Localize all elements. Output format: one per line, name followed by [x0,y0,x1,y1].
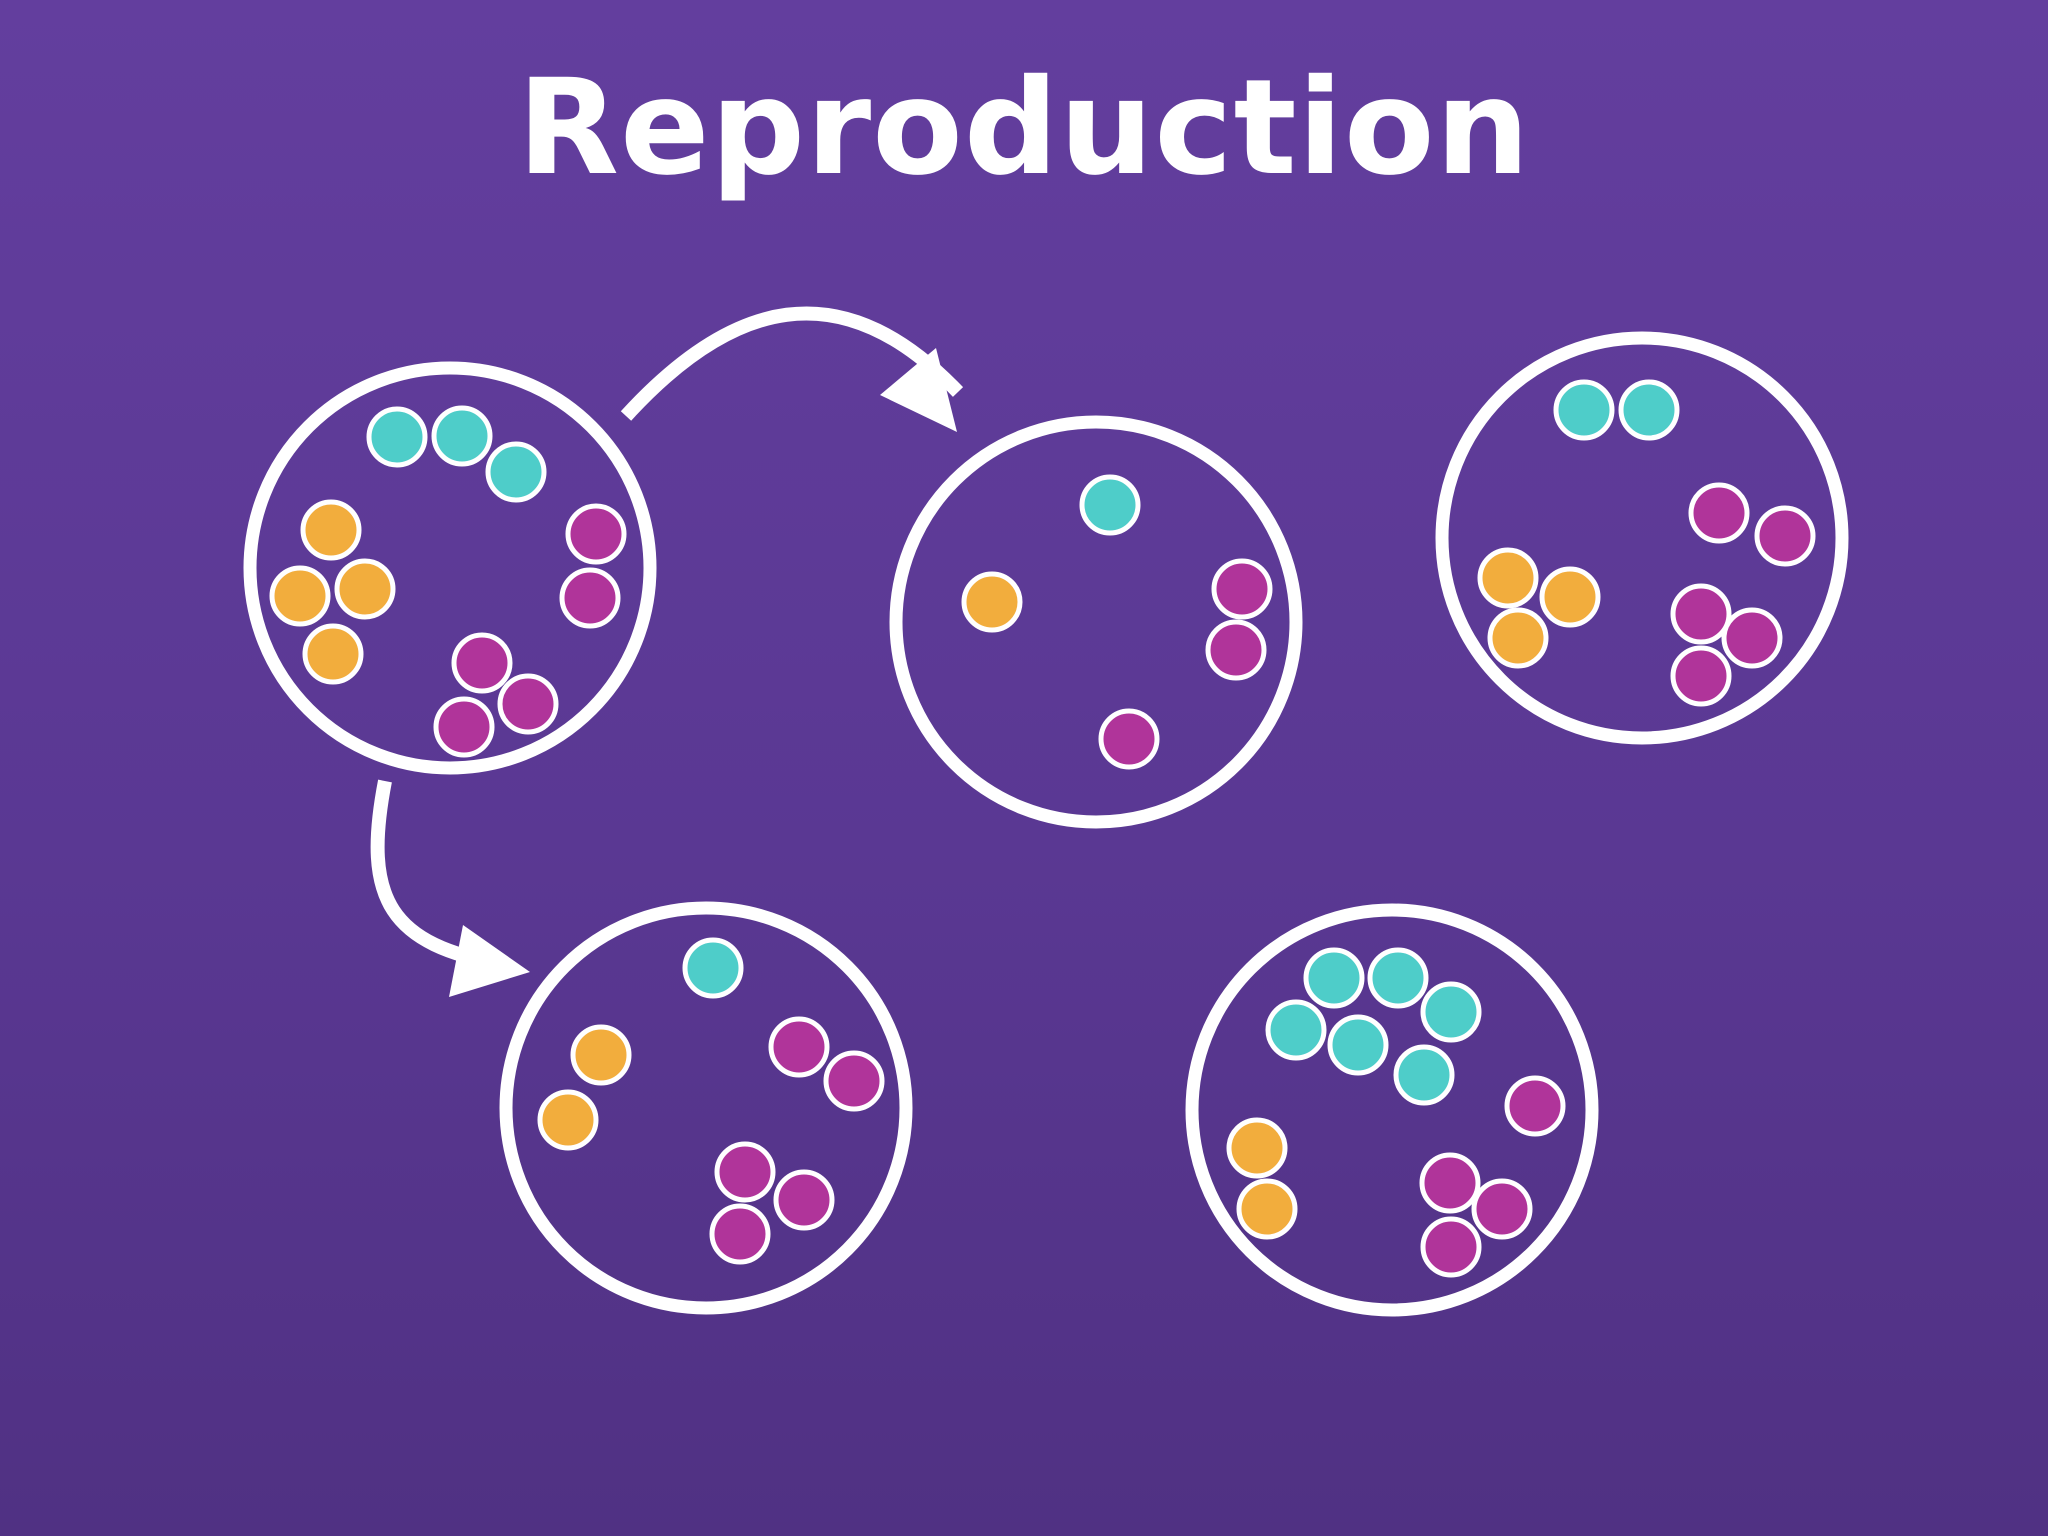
teal-particle [682,937,744,999]
magenta-particle [497,673,559,735]
orange-particle [302,623,364,685]
orange-particle [1487,607,1549,669]
cell-offspring-2 [499,901,913,1315]
orange-particle [334,558,396,620]
cell-offspring-1 [889,415,1303,829]
cell-parent [243,361,657,775]
teal-particle [431,405,493,467]
magenta-particle [714,1141,776,1203]
teal-particle [1079,474,1141,536]
cell-grown-offspring-1 [1435,331,1849,745]
magenta-particle [1098,708,1160,770]
orange-particle [1539,566,1601,628]
orange-particle [961,571,1023,633]
magenta-particle [1670,645,1732,707]
teal-particle [1420,981,1482,1043]
magenta-particle [1471,1178,1533,1240]
magenta-particle [768,1016,830,1078]
arrow-shaft [620,306,964,421]
magenta-particle [1504,1075,1566,1137]
magenta-particle [823,1050,885,1112]
orange-particle [1477,547,1539,609]
teal-particle [1327,1014,1389,1076]
teal-particle [1553,379,1615,441]
orange-particle [537,1089,599,1151]
magenta-particle [1205,619,1267,681]
magenta-particle [565,503,627,565]
magenta-particle [709,1203,771,1265]
teal-particle [1618,379,1680,441]
orange-particle [1226,1117,1288,1179]
cell-grown-offspring-2 [1185,903,1599,1317]
teal-particle [485,441,547,503]
teal-particle [1303,947,1365,1009]
magenta-particle [1721,607,1783,669]
teal-particle [1393,1044,1455,1106]
teal-particle [1265,999,1327,1061]
cell-membrane [889,415,1303,829]
magenta-particle [1420,1216,1482,1278]
cell-membrane [499,901,913,1315]
orange-particle [300,499,362,561]
orange-particle [269,565,331,627]
magenta-particle [1670,583,1732,645]
magenta-particle [1688,482,1750,544]
magenta-particle [1754,505,1816,567]
arrow-parent-to-offspring-2 [370,779,530,997]
teal-particle [1367,947,1429,1009]
cell-membrane [1435,331,1849,745]
teal-particle [366,406,428,468]
arrow-shaft [370,779,507,972]
magenta-particle [559,567,621,629]
magenta-particle [1211,558,1273,620]
cell-membrane [1185,903,1599,1317]
magenta-particle [773,1169,835,1231]
arrowhead [449,925,530,997]
magenta-particle [451,632,513,694]
magenta-particle [1419,1152,1481,1214]
orange-particle [570,1024,632,1086]
magenta-particle [433,696,495,758]
cell-membrane [243,361,657,775]
page-title: Reproduction [517,51,1531,205]
orange-particle [1236,1178,1298,1240]
arrowhead [880,348,957,432]
arrow-parent-to-offspring-1 [620,306,964,432]
